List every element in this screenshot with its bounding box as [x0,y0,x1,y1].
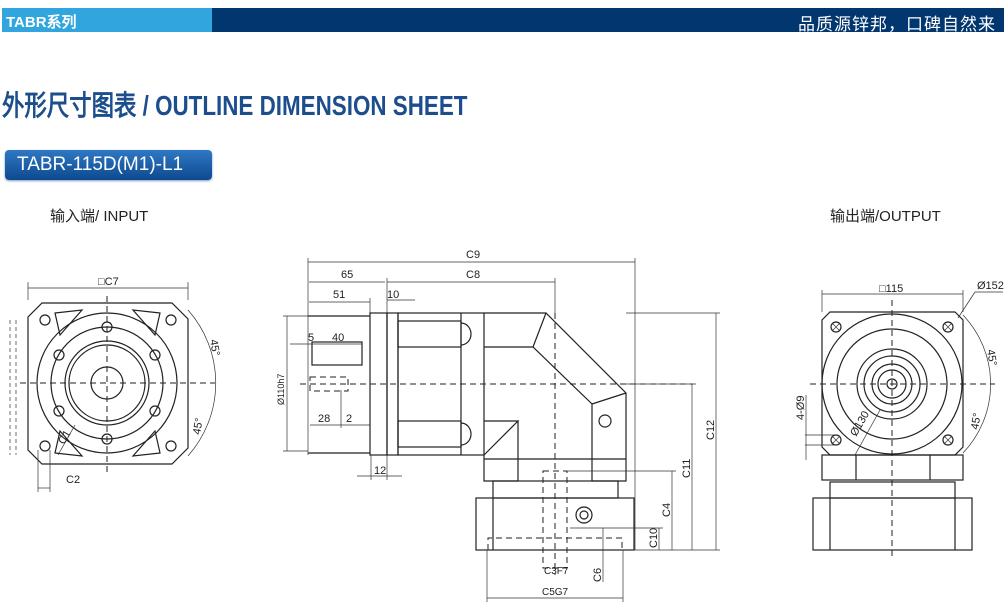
series-band: TABR系列 [2,8,212,32]
dim-c4: C4 [661,503,673,517]
dim-c11: C11 [681,459,693,478]
dim-c8: C8 [466,269,480,281]
output-view-drawing: □115 Ø152 4-Ø9 Ø130 45° 45° [795,280,1004,560]
input-view-label: 输入端/ INPUT [50,208,149,225]
model-label: TABR-115D(M1)-L1 [17,154,184,175]
dim-sq115: □115 [879,283,903,295]
dim-65: 65 [341,269,353,281]
dim-5: 5 [308,332,314,344]
output-view-label: 输出端/OUTPUT [830,208,941,225]
dim-28: 28 [318,413,330,425]
dim-10: 10 [387,289,399,301]
slogan: 品质源锌邦，口碑自然来 [798,15,996,34]
dim-4-holes: 4-Ø9 [795,396,807,420]
angle-45-bottom: 45° [191,417,206,435]
dim-12: 12 [374,465,386,477]
dim-2: 2 [346,413,352,425]
dim-c2: C2 [66,474,80,486]
page-title: 外形尺寸图表 / OUTLINE DIMENSION SHEET [2,90,468,121]
dim-51: 51 [333,289,345,301]
model-badge: TABR-115D(M1)-L1 [5,150,212,180]
input-view-drawing: □C7 C2 C1 45° 45° [9,276,222,492]
dim-c6: C6 [592,568,604,582]
dim-c5: C5G7 [542,587,569,598]
dim-c12: C12 [705,420,717,440]
dim-c9: C9 [466,249,480,261]
angle-45-top: 45° [984,348,999,366]
dim-dia110: Ø110h7 [276,374,286,405]
slogan-band: 品质源锌邦，口碑自然来 [212,8,1004,34]
dim-c7: □C7 [98,276,119,288]
angle-45-bottom: 45° [969,412,984,430]
side-view-drawing: C9 65 C8 51 10 5 40 28 2 12 Ø110h7 C12 C… [276,249,720,602]
dim-40: 40 [332,332,344,344]
dim-c10: C10 [648,528,660,548]
angle-45-top: 45° [207,338,222,356]
dim-dia152: Ø152 [977,280,1004,292]
dim-c3: C3F7 [544,566,569,577]
series-label: TABR系列 [6,14,77,31]
